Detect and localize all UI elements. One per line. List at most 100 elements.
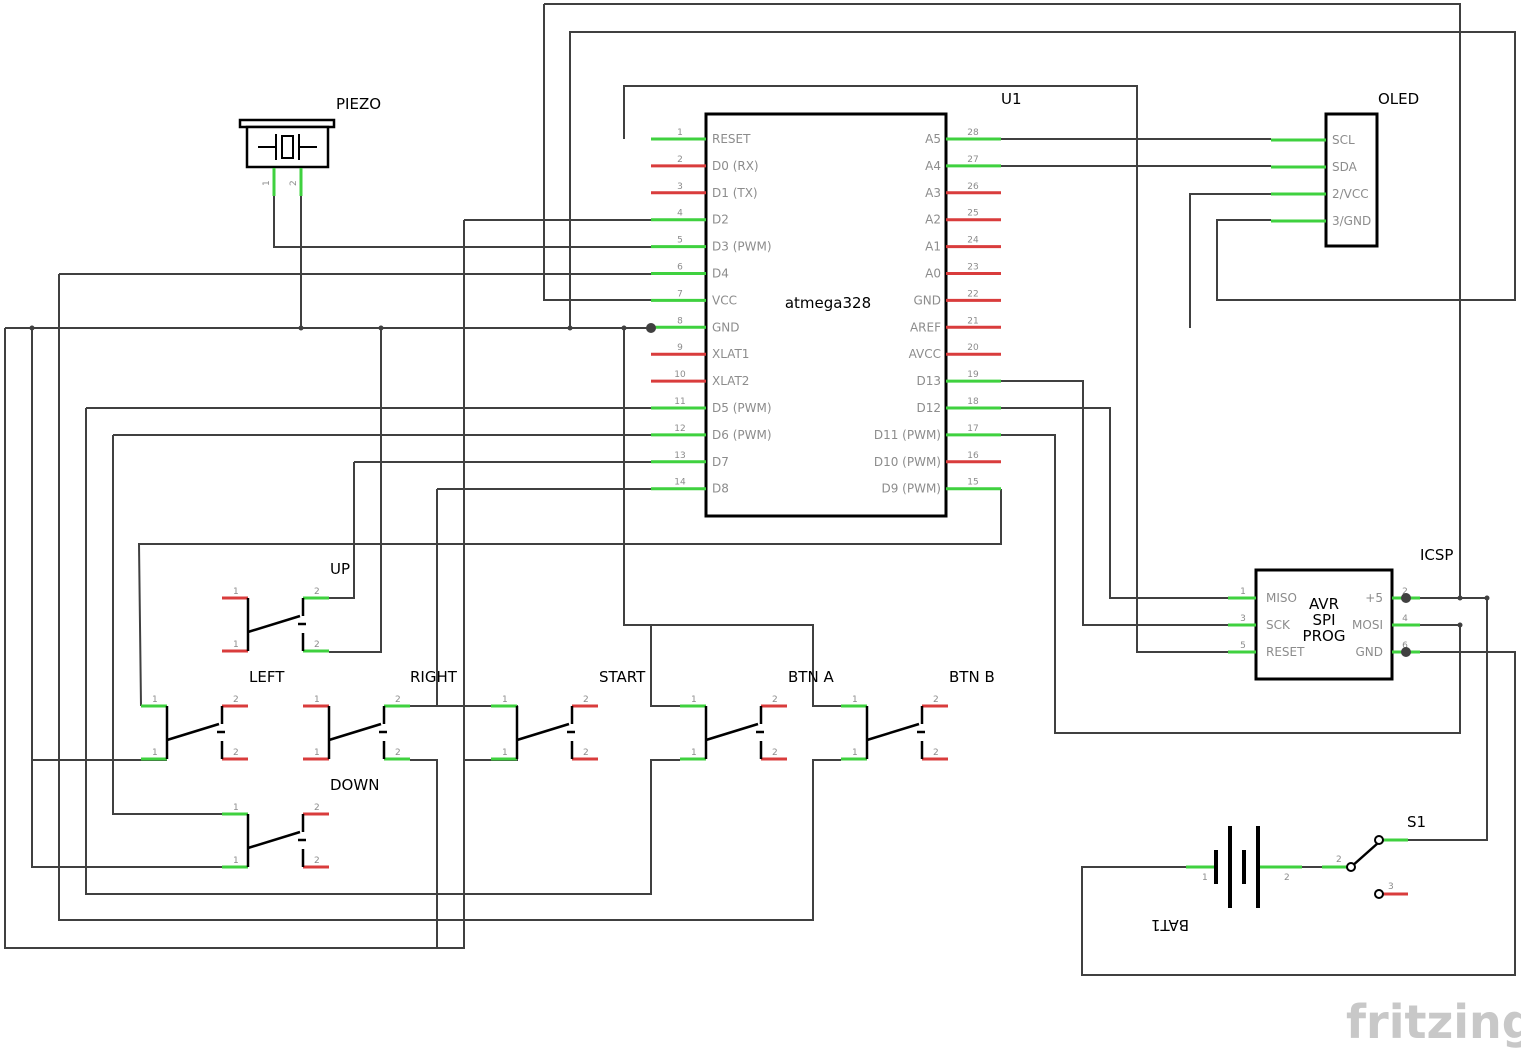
wire-6 <box>1189 193 1271 328</box>
switch-pin-3-num: 3 <box>1388 882 1394 892</box>
right-actuator <box>328 722 382 742</box>
chip-pin-4-label: D2 <box>712 213 729 227</box>
chip-pin-16-num: 16 <box>967 451 979 461</box>
chip-pin-3-label: D1 (TX) <box>712 186 758 200</box>
start-pin-2-num-top: 2 <box>583 695 589 705</box>
chip-pin-7-num: 7 <box>677 289 683 299</box>
junction-dot-5 <box>567 325 573 331</box>
oled-body <box>1324 112 1379 248</box>
btn-a-pin-1-num-bottom: 1 <box>691 748 697 758</box>
chip-pin-22-num: 22 <box>967 289 978 299</box>
btn-a-pin-2-num-top: 2 <box>772 695 778 705</box>
u1-label: U1 <box>1001 90 1022 108</box>
chip-pin-5-label: D3 (PWM) <box>712 240 772 254</box>
right-pin-1-num-top: 1 <box>314 695 320 705</box>
chip-pin-6-num: 6 <box>677 263 683 273</box>
wire-18 <box>58 274 841 921</box>
left-pin-1-num-top: 1 <box>152 695 158 705</box>
chip-pin-12-label: D6 (PWM) <box>712 428 772 442</box>
chip-pin-21-label: AREF <box>910 320 941 334</box>
wire-16 <box>273 196 651 248</box>
chip-pin-1-label: RESET <box>712 132 751 146</box>
chip-pin-21-num: 21 <box>967 316 978 326</box>
wire-7 <box>1001 380 1228 626</box>
wire-24 <box>112 435 248 815</box>
chip-pin-15-num: 15 <box>967 478 978 488</box>
wire-26 <box>329 462 355 599</box>
icsp-pin-1-num: 1 <box>1240 587 1246 597</box>
wire-0 <box>543 4 651 301</box>
junction-dot-0 <box>646 323 656 333</box>
wire-30 <box>623 328 841 707</box>
chip-pin-19-num: 19 <box>967 370 979 380</box>
chip-pin-14-label: D8 <box>712 482 729 496</box>
btn-b-pin-1-num-bottom: 1 <box>852 748 858 758</box>
oled-pin-3-label: 3/GND <box>1332 214 1371 228</box>
chip-pin-24-label: A1 <box>925 240 941 254</box>
down-pin-1-num-top: 1 <box>233 803 239 813</box>
icsp-pin-2-num: 2 <box>1402 587 1408 597</box>
chip-pin-22-label: GND <box>913 293 941 307</box>
icsp-pin-6-num: 6 <box>1402 641 1408 651</box>
icsp-prog-label: PROG <box>1303 627 1346 645</box>
chip-pin-9-num: 9 <box>677 343 683 353</box>
btn-b-label: BTN B <box>949 668 995 686</box>
start-pin-2-num-bottom: 2 <box>583 748 589 758</box>
chip-pin-25-num: 25 <box>967 209 978 219</box>
down-actuator <box>247 830 301 850</box>
up-label: UP <box>330 560 350 578</box>
wire-36 <box>1408 597 1488 841</box>
icsp-pin-2-label: +5 <box>1365 591 1383 605</box>
switch-contact-1 <box>1374 835 1384 845</box>
switch-s1: 2 3 S1 <box>1322 813 1426 899</box>
chip-pin-1-num: 1 <box>677 128 683 138</box>
btn-b-pin-2-num-bottom: 2 <box>933 748 939 758</box>
icsp-pin-3-num: 3 <box>1240 614 1246 624</box>
icsp-pin-5-label: RESET <box>1266 645 1305 659</box>
oled-label: OLED <box>1378 90 1419 108</box>
wire-8 <box>1001 407 1228 599</box>
btn-a-label: BTN A <box>788 668 834 686</box>
oled-pin-1-label: SDA <box>1332 160 1358 174</box>
start-pin-1-num-top: 1 <box>502 695 508 705</box>
wire-22 <box>85 408 680 895</box>
chip-pin-16-label: D10 (PWM) <box>874 455 941 469</box>
wire-31 <box>650 625 680 707</box>
icsp-pin-3-label: SCK <box>1266 618 1291 632</box>
down-pin-2-num-top: 2 <box>314 803 320 813</box>
left-actuator <box>166 722 220 742</box>
up-pin-1-num-top: 1 <box>233 587 239 597</box>
chip-pin-24-num: 24 <box>967 236 979 246</box>
up-pin-2-num-top: 2 <box>314 587 320 597</box>
piezo-label: PIEZO <box>336 95 381 113</box>
icsp-pin-4-label: MOSI <box>1352 618 1383 632</box>
chip-pin-3-num: 3 <box>677 182 683 192</box>
chip-pin-10-num: 10 <box>674 370 686 380</box>
junction-dot-3 <box>298 325 304 331</box>
chip-pin-20-num: 20 <box>967 343 979 353</box>
left-pin-1-num-bottom: 1 <box>152 748 158 758</box>
chip-label: atmega328 <box>785 294 871 312</box>
chip-pin-15-label: D9 (PWM) <box>881 482 941 496</box>
chip-pin-18-label: D12 <box>916 401 941 415</box>
chip-pin-4-num: 4 <box>677 209 683 219</box>
left-pin-2-num-top: 2 <box>233 695 239 705</box>
chip-body <box>704 112 948 518</box>
oled-pin-2-label: 2/VCC <box>1332 187 1369 201</box>
s1-label: S1 <box>1407 813 1426 831</box>
chip-pin-17-label: D11 (PWM) <box>874 428 941 442</box>
junction-dot-2 <box>1401 647 1411 657</box>
junction-dot-10 <box>1484 595 1490 601</box>
wire-9 <box>1001 434 1461 734</box>
chip-pin-25-label: A2 <box>925 213 941 227</box>
chip-pin-27-label: A4 <box>925 159 941 173</box>
chip-pin-23-num: 23 <box>967 263 978 273</box>
chip-pin-26-label: A3 <box>925 186 941 200</box>
wire-20 <box>437 220 465 949</box>
